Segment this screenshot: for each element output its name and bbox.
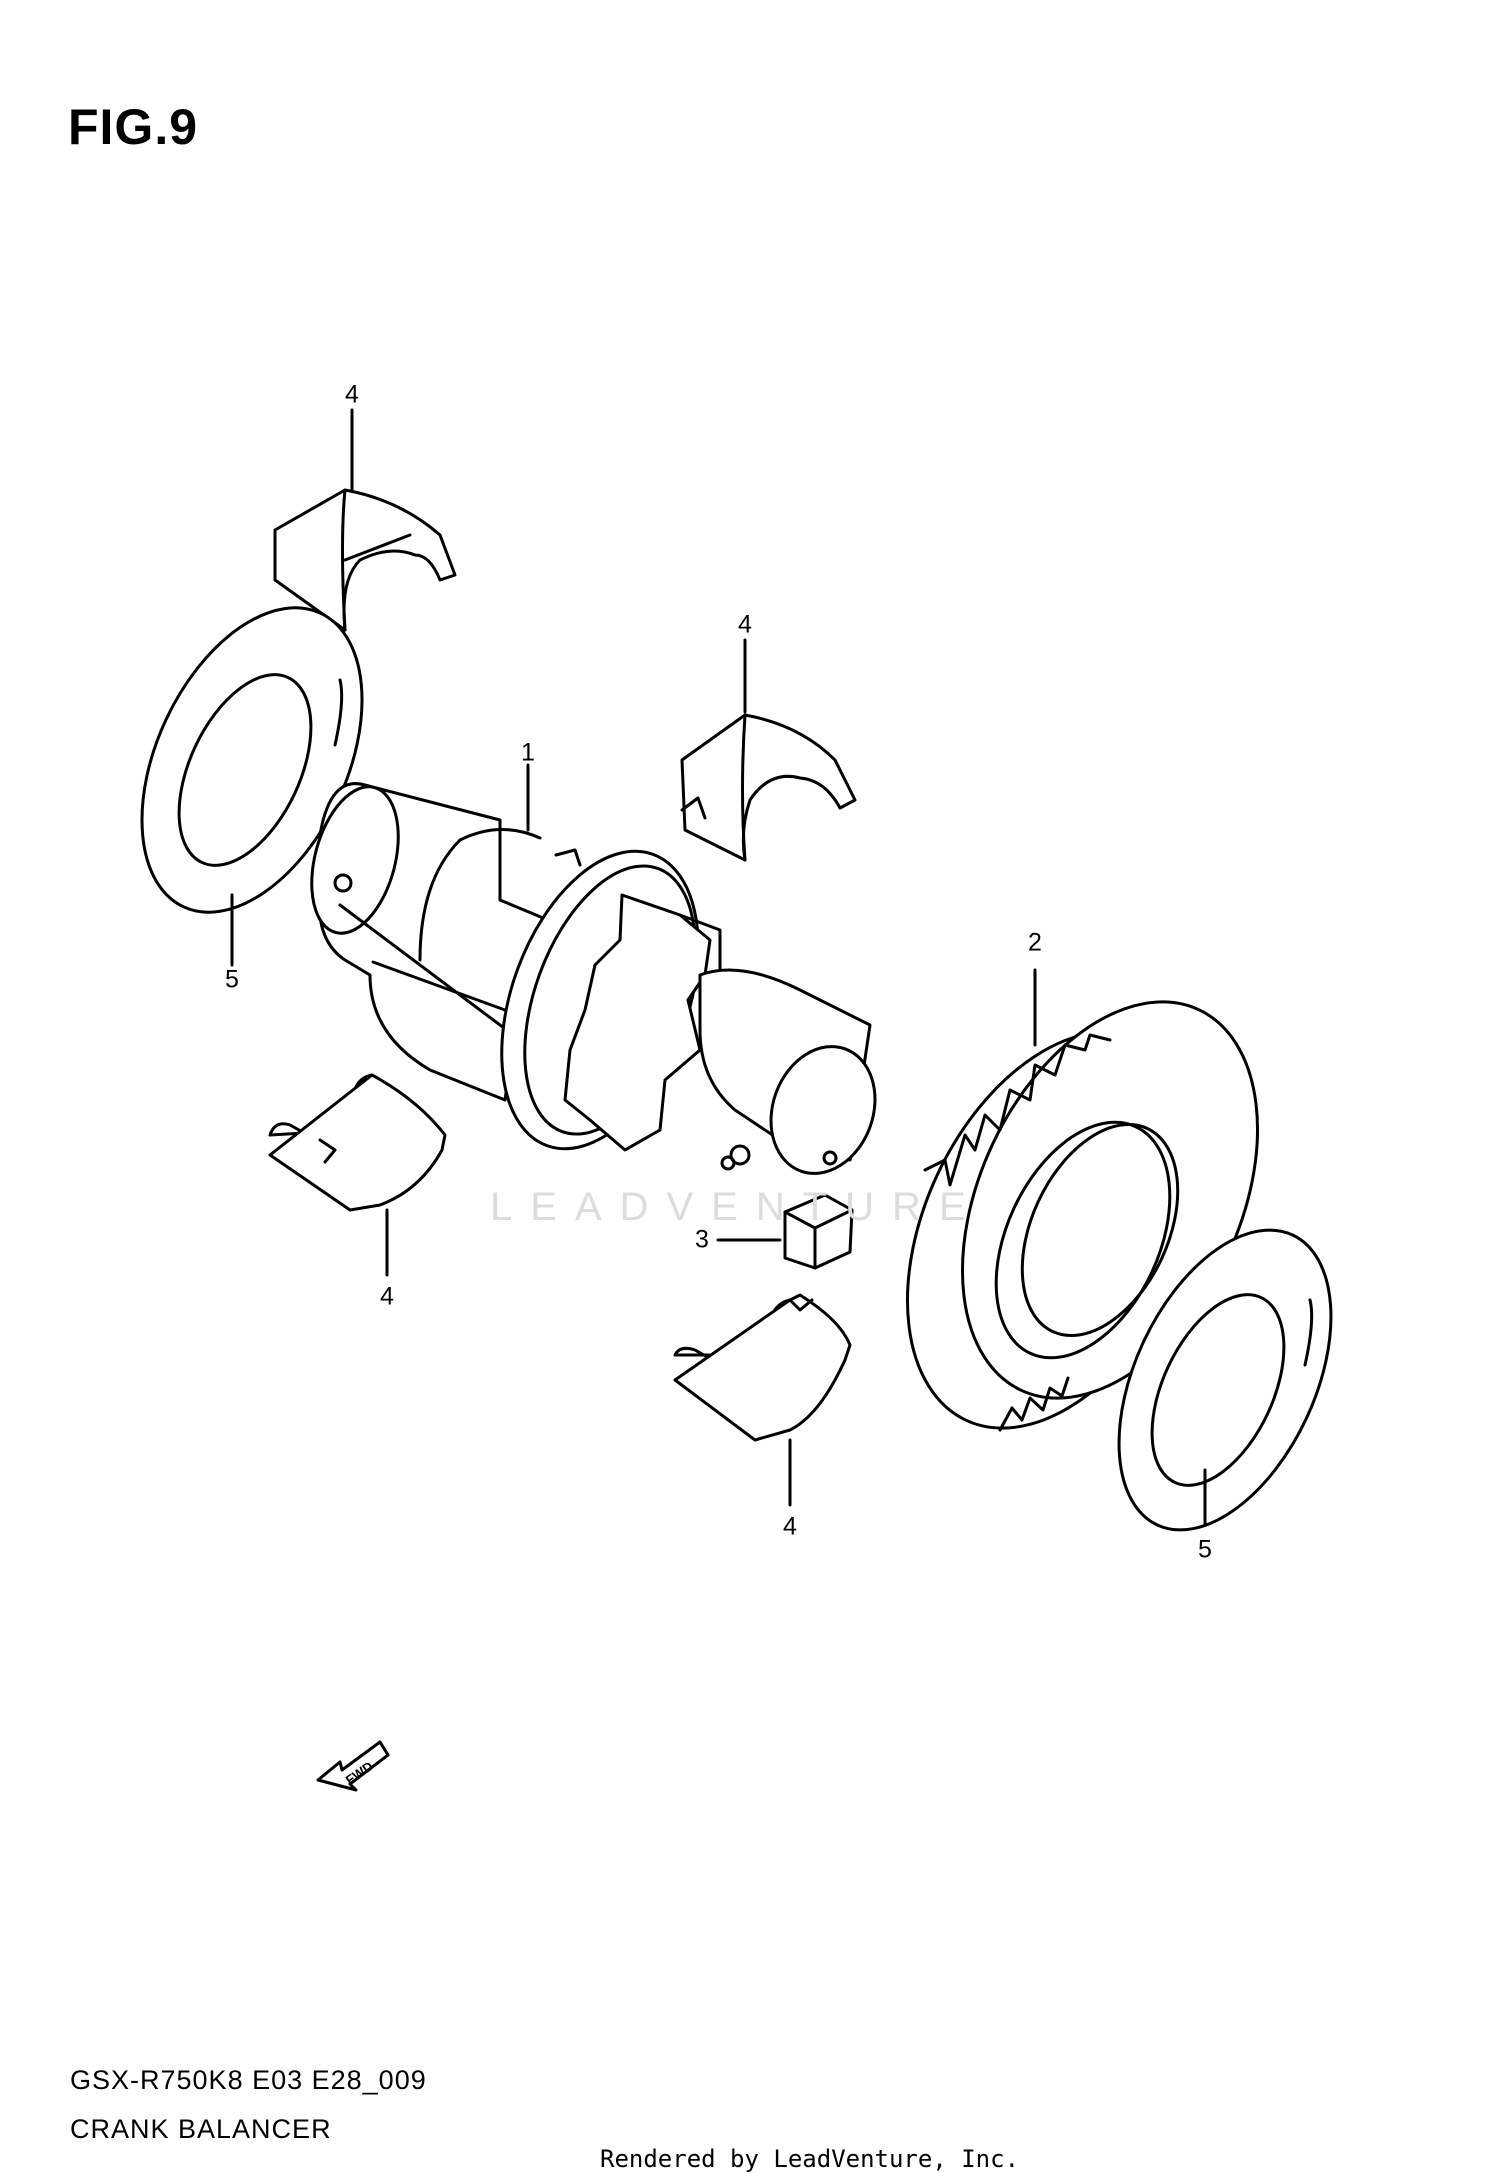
rendered-by-credit: Rendered by LeadVenture, Inc.: [600, 2145, 1020, 2173]
watermark-text: LEADVENTURE: [490, 1185, 984, 1229]
bearing-shell-top-left: [273, 488, 457, 632]
thrust-washer-right: [1117, 1228, 1333, 1532]
section-name: CRANK BALANCER: [70, 2114, 332, 2144]
callout-4-upper-middle: 4: [738, 610, 752, 639]
callout-4-lower-middle: 4: [783, 1512, 797, 1541]
callout-4-lower-left: 4: [380, 1282, 394, 1311]
callout-2: 2: [1028, 928, 1042, 957]
bearing-shell-lower-middle: [673, 1293, 852, 1442]
balancer-driven-gear: [905, 1000, 1260, 1432]
bearing-shell-upper-middle: [680, 713, 857, 862]
forward-arrow-icon: FWD: [316, 1740, 390, 1792]
callout-1: 1: [521, 738, 535, 767]
bearing-shell-lower-left: [268, 1073, 447, 1212]
callout-5-right: 5: [1198, 1535, 1212, 1564]
callout-5-left: 5: [225, 965, 239, 994]
figure-title: FIG.9: [68, 99, 199, 155]
model-code: GSX-R750K8 E03 E28_009: [70, 2065, 427, 2095]
callout-3: 3: [695, 1225, 709, 1254]
balancer-key: [783, 1193, 854, 1270]
balancer-shaft: [310, 782, 877, 1175]
callout-4-top-left: 4: [345, 380, 359, 409]
